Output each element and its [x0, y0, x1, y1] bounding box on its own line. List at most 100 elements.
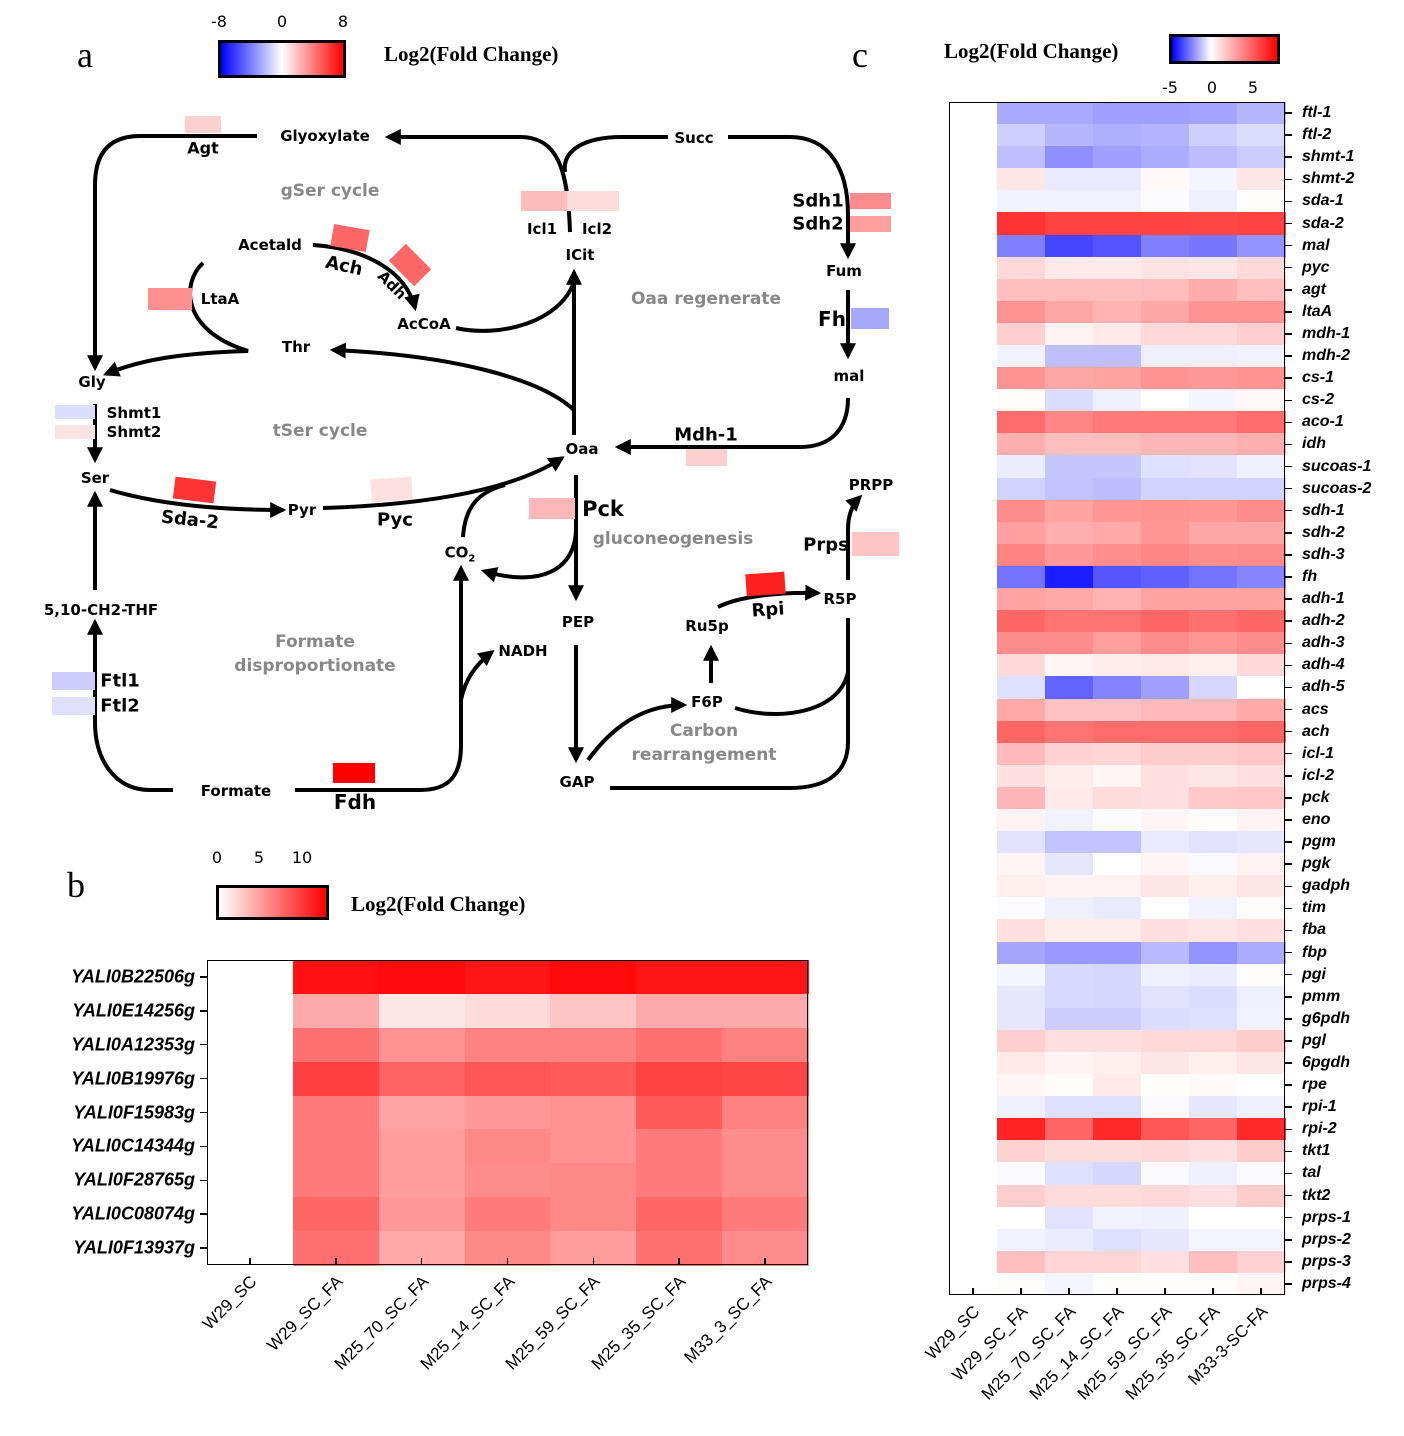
heatmap-cell — [1045, 808, 1094, 832]
metabolite-succ: Succ — [674, 129, 714, 147]
heatmap-cell — [1189, 234, 1238, 258]
row-label: YALI0F13937g — [73, 1237, 195, 1258]
heatmap-cell — [1237, 1096, 1286, 1119]
panel-a-letter: a — [77, 35, 93, 75]
heatmap-cell — [1141, 919, 1190, 943]
heatmap-cell — [997, 345, 1046, 368]
metabolite-fum: Fum — [826, 262, 862, 280]
heatmap-cell — [1237, 521, 1286, 545]
heatmap-cell — [1189, 1206, 1238, 1230]
heatmap-cell — [1045, 632, 1094, 655]
row-tick — [1285, 929, 1292, 932]
heatmap-cell — [949, 1228, 998, 1252]
heatmap-cell — [1237, 808, 1286, 832]
heatmap-cell — [997, 1184, 1046, 1208]
heatmap-cell — [1189, 963, 1238, 987]
heatmap-cell — [1189, 654, 1238, 677]
heatmap-cell — [1045, 322, 1094, 346]
heatmap-cell — [1045, 764, 1094, 788]
heatmap-cell — [1189, 1029, 1238, 1053]
row-label: tim — [1302, 899, 1326, 917]
row-tick — [1285, 863, 1292, 865]
heatmap-cell — [997, 1007, 1046, 1031]
heatmap-cell — [378, 993, 466, 1029]
heatmap-cell — [1141, 102, 1190, 125]
heatmap-cell — [949, 897, 998, 921]
mdh1-expression-box — [686, 449, 727, 466]
heatmap-cell — [997, 588, 1046, 611]
heatmap-cell — [1093, 190, 1142, 214]
row-label: adh-5 — [1302, 678, 1345, 696]
heatmap-cell — [1093, 300, 1142, 324]
row-label: aco-1 — [1302, 413, 1344, 431]
heatmap-cell — [1093, 499, 1142, 523]
heatmap-cell — [949, 300, 998, 324]
heatmap-cell — [1141, 1118, 1190, 1141]
heatmap-cell — [949, 1162, 998, 1186]
heatmap-cell — [207, 960, 294, 995]
heatmap-cell — [1189, 499, 1238, 523]
arrow-gap-f6p — [586, 697, 688, 762]
heatmap-cell — [1189, 941, 1238, 965]
enzyme-ftl1: Ftl1 — [100, 670, 140, 692]
heatmap-cell — [949, 588, 998, 611]
heatmap-cell — [949, 941, 998, 965]
heatmap-cell — [1237, 985, 1286, 1009]
heatmap-cell — [1093, 1007, 1142, 1031]
row-tick — [1285, 112, 1292, 114]
heatmap-cell — [1093, 521, 1142, 545]
heatmap-cell — [1189, 919, 1238, 943]
heatmap-cell — [636, 1197, 723, 1232]
column-label: M33_3_SC_FA — [680, 1271, 776, 1367]
heatmap-cell — [1237, 234, 1286, 258]
row-label: cs-2 — [1302, 391, 1335, 409]
arrow-r5p-gap — [610, 618, 850, 790]
heatmap-cell — [1045, 1206, 1094, 1230]
heatmap-cell — [1189, 1074, 1238, 1097]
heatmap-cell — [1189, 853, 1238, 876]
heatmap-cell — [997, 1074, 1046, 1097]
heatmap-cell — [1093, 654, 1142, 677]
metabolite-thr: Thr — [281, 338, 311, 356]
heatmap-cell — [1141, 831, 1190, 854]
heatmap-cell — [1237, 102, 1286, 125]
heatmap-cell — [1141, 256, 1190, 280]
row-label: pgi — [1302, 965, 1326, 983]
enzyme-agt: Agt — [187, 138, 219, 158]
heatmap-cell — [1093, 853, 1142, 876]
row-tick — [1285, 576, 1292, 578]
fh-expression-box — [851, 308, 889, 329]
heatmap-cell — [1045, 190, 1094, 214]
heatmap-cell — [1189, 1272, 1238, 1296]
metabolite-accoa: AcCoA — [397, 315, 451, 333]
shmt2-expression-box — [55, 425, 95, 439]
row-tick — [1285, 797, 1292, 799]
heatmap-cell — [464, 960, 552, 995]
row-label: YALI0B19976g — [71, 1068, 195, 1089]
row-label: gadph — [1302, 877, 1350, 895]
row-label: pgm — [1302, 833, 1336, 851]
colorbar-tick: -5 — [1162, 78, 1178, 97]
enzyme-fh: Fh — [818, 307, 846, 331]
heatmap-cell — [949, 1206, 998, 1230]
heatmap-cell — [1141, 1184, 1190, 1208]
row-tick — [1285, 156, 1292, 158]
column-tick — [1212, 1288, 1214, 1295]
metabolite-mal: mal — [833, 367, 865, 385]
heatmap-cell — [1141, 345, 1190, 368]
row-label: adh-1 — [1302, 590, 1345, 608]
heatmap-cell — [1237, 764, 1286, 788]
heatmap-cell — [1045, 1140, 1094, 1164]
heatmap-cell — [949, 256, 998, 280]
row-tick — [200, 1179, 207, 1182]
heatmap-cell — [1141, 1162, 1190, 1186]
heatmap-cell — [207, 1197, 294, 1232]
co2-text: CO — [444, 543, 469, 562]
heatmap-cell — [1189, 146, 1238, 169]
row-tick — [1285, 1062, 1292, 1064]
heatmap-cell — [1093, 786, 1142, 810]
heatmap-cell — [997, 654, 1046, 677]
heatmap-cell — [1237, 588, 1286, 611]
heatmap-cell — [949, 190, 998, 214]
heatmap-cell — [1237, 1228, 1286, 1252]
